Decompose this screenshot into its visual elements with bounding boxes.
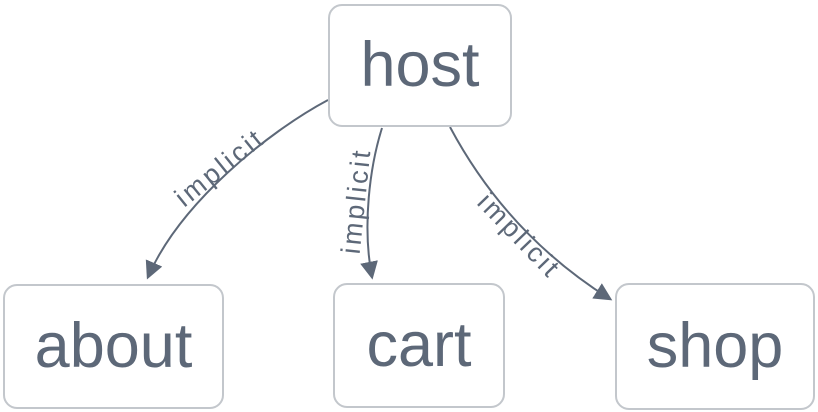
edge-host-shop <box>449 126 613 301</box>
node-host[interactable]: host <box>328 4 512 127</box>
edge-label-host-cart: implicit <box>336 146 377 255</box>
edge-host-cart <box>360 127 383 280</box>
node-shop-label: shop <box>646 311 784 381</box>
edge-label-host-shop: implicit <box>472 187 568 284</box>
edge-host-about <box>145 99 329 280</box>
node-cart-label: cart <box>366 310 472 380</box>
node-shop[interactable]: shop <box>615 283 815 410</box>
edge-label-host-about: implicit <box>169 122 271 212</box>
node-about-label: about <box>34 311 193 381</box>
node-host-label: host <box>360 30 480 100</box>
node-about[interactable]: about <box>3 284 224 409</box>
node-cart[interactable]: cart <box>333 283 505 408</box>
